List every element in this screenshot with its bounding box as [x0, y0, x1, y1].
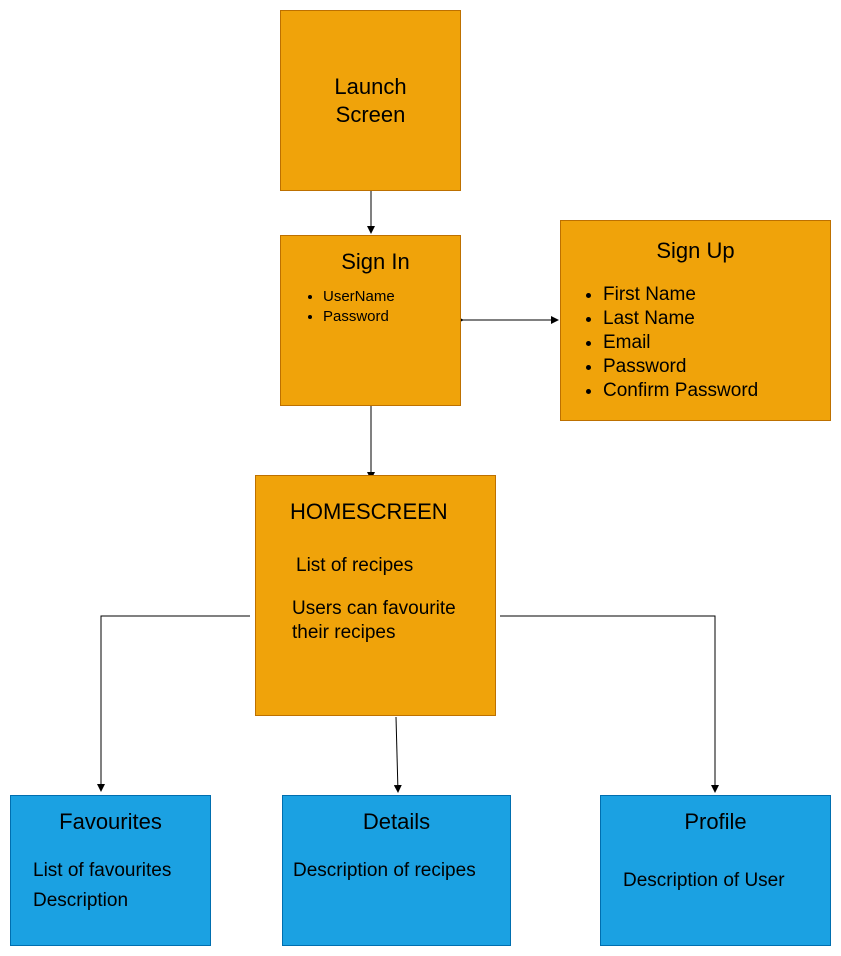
sign-up-field: Password	[603, 355, 758, 379]
profile-title: Profile	[684, 809, 747, 834]
details-node: Details Description of recipes	[282, 795, 511, 946]
profile-line1: Description of User	[623, 870, 785, 891]
sign-up-field-list: First Name Last Name Email Password Conf…	[582, 283, 758, 403]
edge-home-to-details	[393, 716, 402, 793]
homescreen-line1: List of recipes	[296, 555, 414, 576]
sign-up-node: Sign Up First Name Last Name Email Passw…	[560, 220, 831, 421]
sign-in-field: UserName	[323, 287, 395, 307]
sign-up-field: Email	[603, 331, 758, 355]
launch-title-line2: Screen	[335, 102, 406, 127]
launch-screen-node: Launch Screen	[280, 10, 461, 191]
sign-in-field: Password	[323, 307, 395, 327]
favourites-title: Favourites	[59, 809, 162, 834]
sign-up-field: Confirm Password	[603, 379, 758, 403]
sign-up-field: First Name	[603, 283, 758, 307]
edge-home-to-favourites	[97, 615, 250, 792]
sign-in-field-list: UserName Password	[302, 287, 395, 327]
sign-up-title: Sign Up	[656, 238, 735, 263]
sign-in-title: Sign In	[341, 249, 410, 274]
profile-node: Profile Description of User	[600, 795, 831, 946]
favourites-line2: Description	[33, 890, 129, 911]
edge-home-to-profile	[500, 615, 719, 793]
details-line1: Description of recipes	[293, 860, 476, 881]
homescreen-line2b: their recipes	[292, 622, 396, 643]
favourites-line1: List of favourites	[33, 860, 172, 881]
sign-in-node: Sign In UserName Password	[280, 235, 461, 406]
homescreen-title: HOMESCREEN	[290, 499, 448, 524]
homescreen-node: HOMESCREEN List of recipes Users can fav…	[255, 475, 496, 716]
homescreen-line2a: Users can favourite	[292, 598, 456, 619]
launch-title-line1: Launch	[334, 74, 407, 99]
details-title: Details	[362, 809, 431, 834]
favourites-node: Favourites List of favourites Descriptio…	[10, 795, 211, 946]
sign-up-field: Last Name	[603, 307, 758, 331]
